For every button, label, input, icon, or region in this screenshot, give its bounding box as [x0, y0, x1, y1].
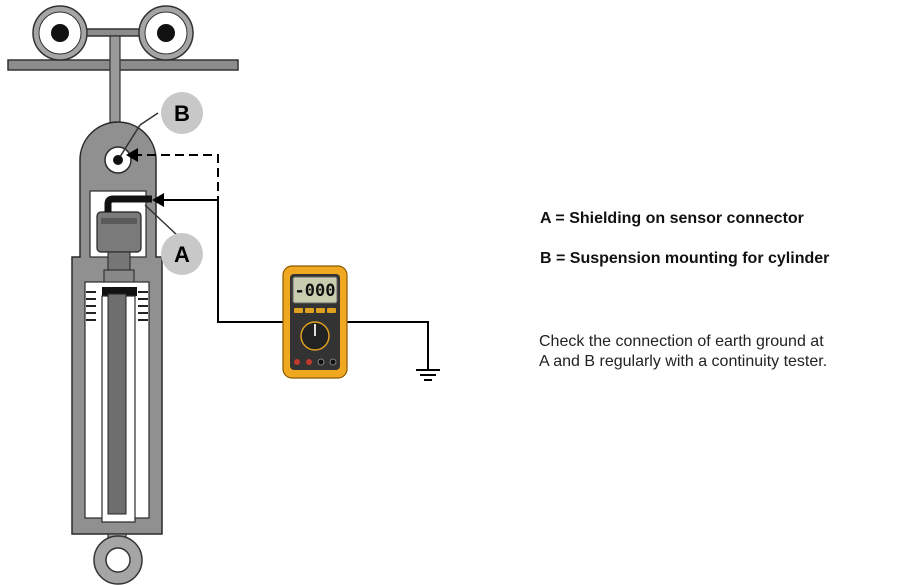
arrow-to-b — [126, 148, 138, 162]
wire-to-a — [154, 199, 290, 323]
left-pulley-wheel-icon — [32, 5, 88, 61]
piston-seal — [102, 287, 137, 296]
callout-a: A — [144, 204, 203, 275]
wire-to-ground — [345, 321, 429, 370]
meter-jacks — [294, 358, 337, 366]
arrow-to-a — [152, 193, 164, 207]
note-line-2: A and B regularly with a continuity test… — [539, 353, 828, 370]
suspension-assembly — [7, 5, 239, 133]
dashed-wire-to-b — [128, 154, 219, 205]
callout-a-circle — [161, 233, 203, 275]
meter-lcd — [292, 276, 338, 304]
legend-b: B = Suspension mounting for cylinder — [540, 250, 830, 267]
meter-display-value: -000 — [295, 281, 336, 301]
sensor-stem — [107, 251, 131, 273]
legend-a: A = Shielding on sensor connector — [540, 210, 804, 227]
callout-b-circle — [161, 92, 203, 134]
note-line-1: Check the connection of earth ground at — [539, 333, 824, 350]
callout-b-label: B — [174, 101, 190, 126]
suspension-rail — [7, 59, 239, 71]
cylinder — [71, 121, 163, 585]
ground-symbol-icon — [416, 369, 440, 381]
stem-nut — [103, 269, 135, 283]
hanger-rod — [109, 35, 121, 133]
bottom-eye-mount-icon — [93, 535, 143, 585]
right-pulley-wheel-icon — [138, 5, 194, 61]
callout-a-label: A — [174, 242, 190, 267]
test-wires — [126, 148, 429, 370]
thread-marks — [86, 291, 148, 321]
callout-b: B — [113, 92, 203, 165]
meter-buttons — [294, 308, 336, 313]
multimeter-icon: -000 — [282, 265, 348, 379]
inner-rod — [107, 293, 127, 515]
